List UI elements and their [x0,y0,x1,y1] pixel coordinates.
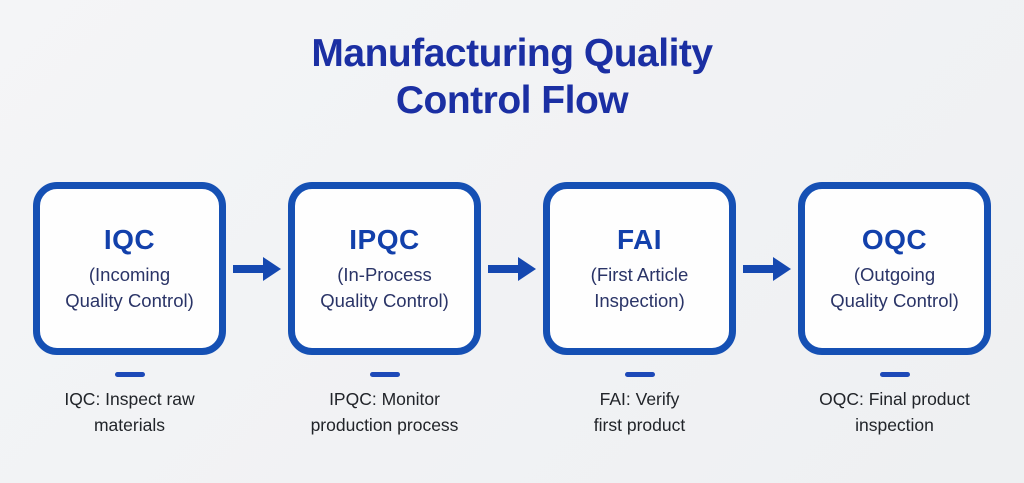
stage-caption-line: FAI: Verify [599,389,680,409]
stage-box-ipqc: IPQC (In-Process Quality Control) [288,182,481,355]
stage-caption: IQC: Inspect raw materials [64,386,194,438]
stage-box-fai: FAI (First Article Inspection) [543,182,736,355]
stage-oqc: OQC (Outgoing Quality Control) OQC: Fina… [798,182,991,438]
stage-caption-line: IQC: Inspect raw [64,389,195,409]
stage-caption-line: inspection [855,415,934,435]
stage-fullname-line: Quality Control) [65,289,194,311]
stage-box-oqc: OQC (Outgoing Quality Control) [798,182,991,355]
flow-arrow [226,182,288,355]
stage-caption: IPQC: Monitor production process [311,386,459,438]
stage-fullname-line: (First Article [590,263,689,285]
stage-caption: FAI: Verify first product [594,386,685,438]
caption-dash [114,372,145,377]
arrow-right-icon [743,256,791,281]
stage-caption-line: first product [593,415,686,435]
stage-acronym: FAI [616,223,663,255]
stage-ipqc: IPQC (In-Process Quality Control) IPQC: … [288,182,481,438]
stage-caption-line: IPQC: Monitor [329,389,440,409]
stage-acronym: IQC [103,223,156,255]
arrow-right-icon [488,256,536,281]
caption-dash [879,372,910,377]
page-title-line: Manufacturing Quality [311,32,713,75]
stage-fullname: (Outgoing Quality Control) [830,262,959,314]
stage-fullname: (Incoming Quality Control) [65,262,194,314]
stage-caption-line: OQC: Final product [819,389,970,409]
stage-caption-line: production process [310,415,459,435]
stage-fullname-line: (Incoming [88,263,171,285]
stage-acronym: IPQC [349,223,420,255]
stage-fullname-line: Inspection) [594,289,685,311]
arrow-right-icon [233,256,281,281]
page-title-line: Control Flow [395,79,629,122]
page-title: Manufacturing Quality Control Flow [0,0,1024,124]
flow-row: IQC (Incoming Quality Control) IQC: Insp… [0,182,1024,438]
stage-caption: OQC: Final product inspection [819,386,970,438]
stage-acronym: OQC [861,223,928,255]
stage-fullname-line: Quality Control) [830,289,959,311]
flow-arrow [481,182,543,355]
stage-fullname-line: Quality Control) [320,289,449,311]
caption-dash [369,372,400,377]
caption-dash [624,372,655,377]
stage-fullname: (In-Process Quality Control) [320,262,449,314]
flow-arrow [736,182,798,355]
stage-iqc: IQC (Incoming Quality Control) IQC: Insp… [33,182,226,438]
stage-fullname-line: (Outgoing [853,263,936,285]
stage-fai: FAI (First Article Inspection) FAI: Veri… [543,182,736,438]
stage-box-iqc: IQC (Incoming Quality Control) [33,182,226,355]
stage-caption-line: materials [93,415,165,435]
stage-fullname-line: (In-Process [337,263,432,285]
stage-fullname: (First Article Inspection) [591,262,689,314]
